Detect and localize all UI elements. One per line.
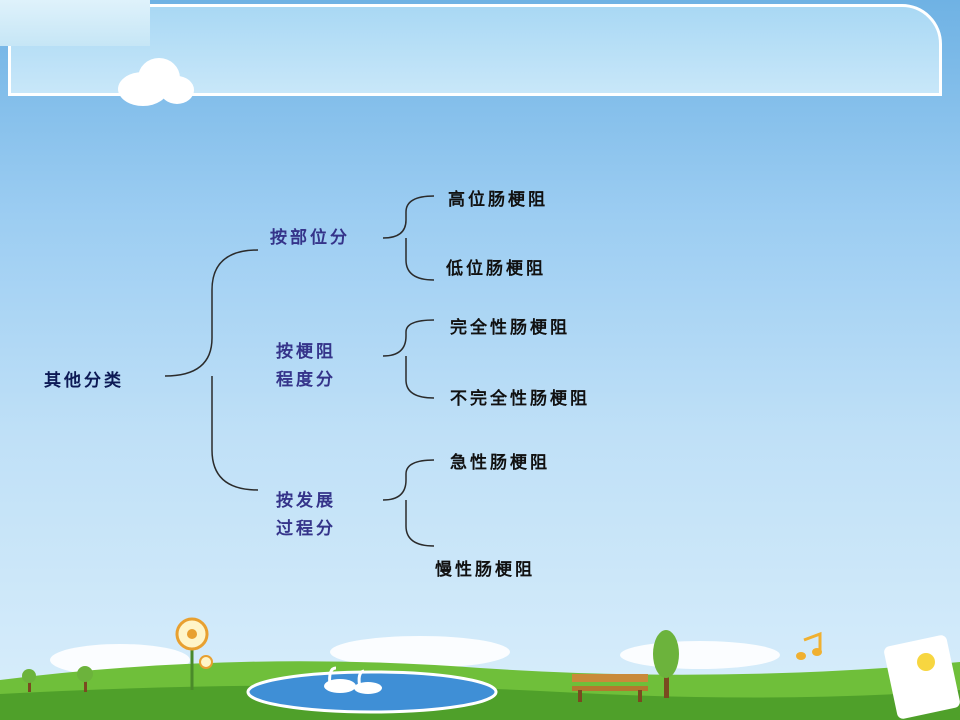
- group-label-degree-line2: 程度分: [276, 370, 336, 390]
- notebook-icon: [884, 635, 960, 719]
- group-label-course-line2: 过程分: [276, 519, 336, 539]
- leaf-complete: 完全性肠梗阻: [450, 318, 570, 338]
- leaf-chronic: 慢性肠梗阻: [435, 560, 535, 580]
- root-brace: [164, 249, 259, 491]
- tree-icon: [653, 630, 679, 698]
- brace-course: [382, 459, 435, 547]
- small-tree-icon: [22, 666, 93, 692]
- group-label-position: 按部位分: [270, 224, 350, 252]
- group-label-degree: 按梗阻 程度分: [276, 338, 336, 394]
- music-note-icon: [796, 631, 822, 660]
- bench-icon: [572, 674, 648, 702]
- leaf-low: 低位肠梗阻: [446, 259, 546, 279]
- swan-icon: [324, 666, 382, 694]
- leaf-acute: 急性肠梗阻: [450, 453, 550, 473]
- group-label-position-line1: 按部位分: [270, 228, 350, 248]
- group-label-course: 按发展 过程分: [276, 487, 336, 543]
- leaf-high: 高位肠梗阻: [448, 190, 548, 210]
- group-label-course-line1: 按发展: [276, 491, 336, 511]
- leaf-incomplete: 不完全性肠梗阻: [450, 389, 590, 409]
- flower-icon: [175, 617, 213, 690]
- root-node: 其他分类: [44, 371, 124, 391]
- brace-position: [382, 195, 435, 281]
- brace-degree: [382, 319, 435, 399]
- group-label-degree-line1: 按梗阻: [276, 342, 336, 362]
- corner-tab: [0, 0, 150, 46]
